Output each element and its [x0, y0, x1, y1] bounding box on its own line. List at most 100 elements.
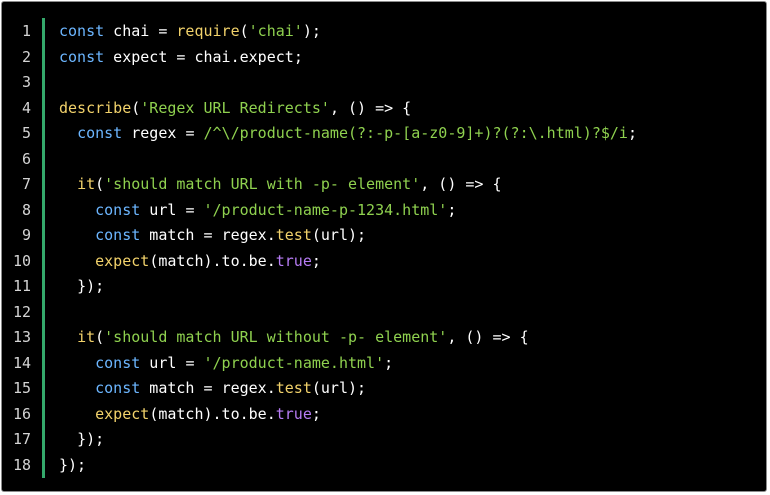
code-token: const	[95, 353, 141, 372]
code-token	[59, 201, 95, 219]
code-token: require	[176, 22, 240, 40]
code-text: const regex = /^\/product-name(?:-p-[a-z…	[59, 121, 637, 147]
code-text: const url = '/product-name-p-1234.html';	[59, 198, 456, 224]
code-token: , () => {	[329, 98, 412, 117]
code-line: 6	[2, 147, 766, 173]
code-token: (	[239, 22, 249, 40]
code-token: '/product-name-p-1234.html'	[203, 200, 448, 219]
code-token: ;	[447, 200, 457, 219]
code-token: (url);	[311, 379, 367, 397]
code-token	[59, 354, 95, 372]
line-number: 5	[21, 124, 31, 142]
code-text: const expect = chai.expect;	[59, 45, 303, 71]
code-text: expect(match).to.be.true;	[59, 402, 321, 428]
code-line: 5 const regex = /^\/product-name(?:-p-[a…	[2, 121, 766, 147]
code-token: describe	[59, 98, 132, 117]
gutter-accent-bar	[42, 18, 45, 478]
code-token: (	[131, 98, 141, 117]
code-token: });	[77, 430, 105, 448]
code-token: , () => {	[420, 175, 502, 193]
line-number: 12	[12, 302, 31, 321]
line-number: 7	[21, 175, 31, 193]
line-number: 18	[12, 455, 31, 474]
code-line: 9 const match = regex.test(url);	[2, 223, 766, 249]
code-token: =	[185, 124, 204, 142]
code-token: ;	[627, 124, 637, 142]
code-token: =	[176, 47, 195, 66]
code-token: ;	[311, 404, 321, 423]
code-token: it	[77, 328, 96, 346]
line-number: 4	[21, 98, 31, 117]
code-token: 'chai'	[248, 22, 303, 40]
code-token	[59, 379, 95, 397]
code-token: regex.	[221, 226, 276, 244]
code-token: 'should match URL with -p- element'	[104, 175, 421, 193]
code-token: =	[185, 200, 204, 219]
code-token: ;	[384, 353, 394, 372]
code-token: chai	[104, 22, 159, 40]
code-token: expect	[95, 404, 150, 423]
code-token: });	[77, 277, 105, 295]
code-token: chai.expect	[194, 47, 294, 66]
code-text: const match = regex.test(url);	[59, 223, 366, 249]
code-token: =	[203, 226, 222, 244]
code-line: 13 it('should match URL without -p- elem…	[2, 325, 766, 351]
code-text: it('should match URL with -p- element', …	[59, 172, 502, 198]
code-token	[59, 277, 77, 295]
code-token: expect	[104, 47, 177, 66]
code-text: });	[59, 427, 104, 453]
code-token: url	[140, 200, 186, 219]
code-token: (match).to.be.	[149, 404, 276, 423]
code-line: 14 const url = '/product-name.html';	[2, 351, 766, 377]
code-token: const	[77, 124, 123, 142]
code-token: /^\/product-name(?:-p-[a-z0-9]+)?(?:\.ht…	[203, 124, 628, 142]
code-line: 10 expect(match).to.be.true;	[2, 249, 766, 275]
code-token	[59, 405, 95, 423]
code-token	[59, 175, 77, 193]
line-number: 10	[12, 251, 31, 270]
code-line: 15 const match = regex.test(url);	[2, 376, 766, 402]
code-token: =	[185, 353, 204, 372]
line-number: 17	[12, 430, 31, 448]
code-line: 16 expect(match).to.be.true;	[2, 402, 766, 428]
code-token	[59, 226, 95, 244]
code-token: match	[140, 379, 204, 397]
code-token: const	[95, 200, 141, 219]
code-token: test	[275, 379, 312, 397]
code-line: 7 it('should match URL with -p- element'…	[2, 172, 766, 198]
code-token: ;	[311, 251, 321, 270]
code-text: expect(match).to.be.true;	[59, 249, 321, 275]
code-token: (	[95, 175, 105, 193]
code-text: });	[59, 453, 86, 479]
code-token: =	[203, 379, 222, 397]
code-text: const match = regex.test(url);	[59, 376, 366, 402]
line-number: 3	[21, 73, 31, 91]
code-token: 'Regex URL Redirects'	[140, 98, 330, 117]
code-token: (url);	[311, 226, 367, 244]
line-number: 2	[21, 47, 31, 66]
code-token: true	[275, 404, 312, 423]
line-number: 14	[12, 353, 31, 372]
code-text: const chai = require('chai');	[59, 19, 321, 45]
code-line: 11 });	[2, 274, 766, 300]
code-text: const url = '/product-name.html';	[59, 351, 393, 377]
code-token: match	[140, 226, 204, 244]
code-token: '/product-name.html'	[203, 353, 385, 372]
code-line: 8 const url = '/product-name-p-1234.html…	[2, 198, 766, 224]
line-number: 8	[21, 200, 31, 219]
code-token: ;	[293, 47, 303, 66]
code-token	[59, 252, 95, 270]
code-token: (match).to.be.	[149, 251, 276, 270]
code-token: expect	[95, 251, 150, 270]
code-token: const	[95, 379, 141, 397]
line-number: 16	[12, 404, 31, 423]
code-text: });	[59, 274, 104, 300]
code-token: test	[275, 226, 312, 244]
code-line: 12	[2, 300, 766, 326]
code-token: , () => {	[447, 328, 529, 346]
code-token: const	[95, 226, 141, 244]
code-token: regex.	[221, 379, 276, 397]
